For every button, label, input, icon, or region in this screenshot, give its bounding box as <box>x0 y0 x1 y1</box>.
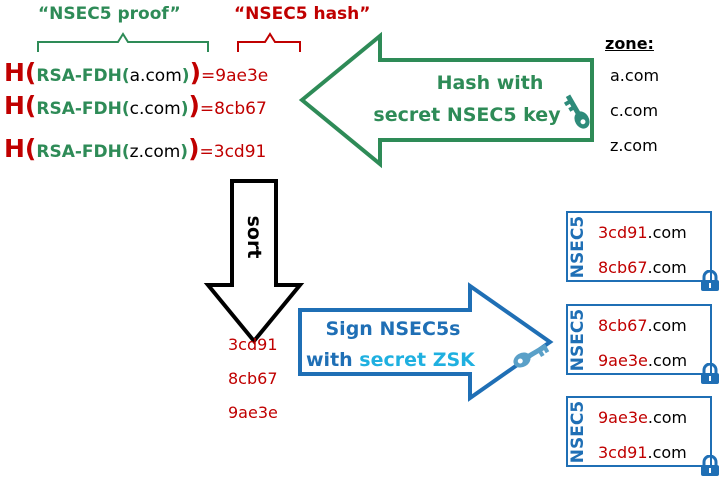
secret-key-icon <box>563 94 590 129</box>
nsec5-record: NSEC5 3cd91.com 8cb67.com <box>566 211 712 282</box>
zone-item: z.com <box>610 136 658 155</box>
nsec5-hash-label: “NSEC5 hash” <box>234 4 371 24</box>
hash-line-z: H(RSA-FDH(z.com))=3cd91 <box>4 134 267 163</box>
nsec5-tag: NSEC5 <box>568 400 588 463</box>
nsec5-record-first: 3cd91.com <box>598 223 687 242</box>
hash-line-a: H(RSA-FDH(a.com))=9ae3e <box>4 58 269 87</box>
hash-arrow-shape <box>298 31 594 169</box>
zone-title: zone: <box>605 34 654 53</box>
sort-label-wrap: sort <box>232 192 276 282</box>
nsec5-tag: NSEC5 <box>568 215 588 278</box>
zsk-key-icon <box>513 343 550 368</box>
lock-icon <box>701 455 719 476</box>
nsec5-record-first: 8cb67.com <box>598 316 687 335</box>
nsec5-record-first: 9ae3e.com <box>598 408 688 427</box>
nsec5-proof-label: “NSEC5 proof” <box>38 4 181 24</box>
hash-arrow-line1: Hash with <box>436 72 544 94</box>
zone-item: a.com <box>610 66 660 85</box>
sign-arrow-line1: Sign NSEC5s <box>325 318 461 340</box>
nsec5-record-second: 3cd91.com <box>598 443 687 462</box>
lock-icon <box>701 270 719 291</box>
sign-arrow-shape <box>298 282 554 402</box>
sorted-hash: 8cb67 <box>228 369 278 388</box>
nsec5-record-second: 8cb67.com <box>598 258 687 277</box>
sorted-hash: 9ae3e <box>228 403 278 422</box>
nsec5-record: NSEC5 9ae3e.com 3cd91.com <box>566 396 712 467</box>
sign-arrow-line2: with secret ZSK <box>306 349 475 371</box>
sorted-hash: 3cd91 <box>228 335 278 354</box>
nsec5-record: NSEC5 8cb67.com 9ae3e.com <box>566 304 712 375</box>
zone-item: c.com <box>610 101 659 120</box>
proof-bracket <box>37 32 209 52</box>
hash-bracket <box>237 32 301 52</box>
nsec5-tag: NSEC5 <box>568 308 588 371</box>
hash-arrow-line2: secret NSEC5 key <box>373 104 561 126</box>
sort-label: sort <box>243 215 265 259</box>
lock-icon <box>701 363 719 384</box>
hash-line-c: H(RSA-FDH(c.com))=8cb67 <box>4 91 267 120</box>
nsec5-record-second: 9ae3e.com <box>598 351 688 370</box>
sort-arrow-shape <box>203 179 305 345</box>
